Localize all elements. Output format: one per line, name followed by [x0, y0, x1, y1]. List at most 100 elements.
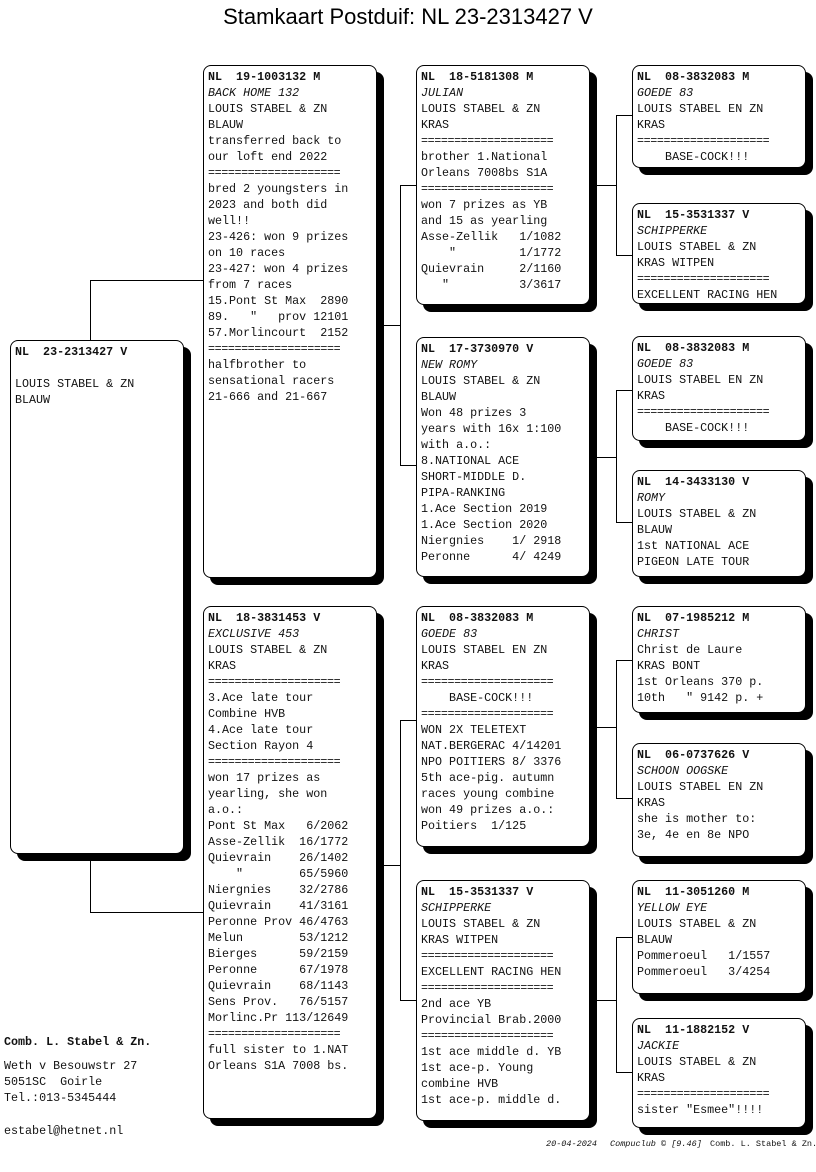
card-line: 3.Ace late tour [208, 691, 314, 705]
owner-phone: Tel.:013-5345444 [4, 1091, 117, 1105]
footer-software: Compuclub © [9.46] [610, 1139, 702, 1149]
separator: ==================== [421, 981, 554, 995]
card-line: BLAUW [15, 393, 51, 407]
card-line: LOUIS STABEL EN ZN [421, 643, 548, 657]
card-line: Provincial Brab.2000 [421, 1013, 562, 1027]
card-line: 23-427: won 4 prizes [208, 262, 349, 276]
separator: ==================== [637, 405, 770, 419]
card-line: 2023 and both did [208, 198, 328, 212]
card-line: LOUIS STABEL & ZN [637, 240, 757, 254]
card-line: 2nd ace YB [421, 997, 492, 1011]
pigeon-name: JULIAN [421, 86, 464, 100]
card-line: she is mother to: [637, 812, 757, 826]
card-line: KRAS [208, 659, 237, 673]
pigeon-name: SCHIPPERKE [421, 901, 492, 915]
card-line: and 15 as yearling [421, 214, 548, 228]
card-line: NAT.BERGERAC 4/14201 [421, 739, 562, 753]
card-line: Peronne 4/ 4249 [421, 550, 562, 564]
footer-date: 20-04-2024 [546, 1139, 598, 1149]
card-line: 1.Ace Section 2019 [421, 502, 548, 516]
card-line: Won 48 prizes 3 [421, 406, 527, 420]
card-line: transferred back to [208, 134, 342, 148]
card-line: Orleans 7008bs S1A [421, 166, 548, 180]
separator: ==================== [421, 949, 554, 963]
card-line: 1st ace-p. middle d. [421, 1093, 562, 1107]
card-line: Orleans S1A 7008 bs. [208, 1059, 349, 1073]
separator: ==================== [208, 755, 341, 769]
card-line: BASE-COCK!!! [421, 691, 534, 705]
card-line: a.o.: [208, 803, 244, 817]
card-line: SHORT-MIDDLE D. [421, 470, 527, 484]
card-line: combine HVB [421, 1077, 499, 1091]
card-line: 8.NATIONAL ACE [421, 454, 520, 468]
card-line: KRAS [421, 659, 450, 673]
separator: ==================== [421, 1029, 554, 1043]
card-line: " 65/5960 [208, 867, 349, 881]
card-line: Peronne Prov 46/4763 [208, 915, 349, 929]
card-line: 89. " prov 12101 [208, 310, 349, 324]
card-line: BLAUW [637, 523, 673, 537]
ring-number: NL 18-3831453 V [208, 611, 321, 625]
owner-name: Comb. L. Stabel & Zn. [4, 1035, 152, 1049]
owner-city: 5051SC Goirle [4, 1075, 103, 1089]
ring-number: NL 08-3832083 M [637, 341, 750, 355]
card-line: Poitiers 1/125 [421, 819, 527, 833]
separator: ==================== [208, 1027, 341, 1041]
pigeon-name: BACK HOME 132 [208, 86, 300, 100]
card-line: BLAUW [637, 933, 673, 947]
card-line: brother 1.National [421, 150, 548, 164]
separator: ==================== [421, 182, 554, 196]
separator: ==================== [208, 675, 341, 689]
card-line: KRAS WITPEN [421, 933, 499, 947]
card-line: Quievrain 26/1402 [208, 851, 349, 865]
card-line: Sens Prov. 76/5157 [208, 995, 349, 1009]
card-line: with a.o.: [421, 438, 492, 452]
card-line: full sister to 1.NAT [208, 1043, 349, 1057]
card-line: Pommeroeul 3/4254 [637, 965, 771, 979]
card-line: Quievrain 2/1160 [421, 262, 562, 276]
card-line: 5th ace-pig. autumn [421, 771, 555, 785]
footer-owner: Comb. L. Stabel & Zn. [710, 1139, 816, 1149]
card-line: EXCELLENT RACING HEN [421, 965, 562, 979]
ring-number: NL 11-3051260 M [637, 885, 750, 899]
pigeon-card-sire-sire-dam[interactable]: NL 15-3531337 V SCHIPPERKE LOUIS STABEL & … [632, 203, 806, 304]
card-line: LOUIS STABEL & ZN [421, 102, 541, 116]
card-line: 1st Orleans 370 p. [637, 675, 764, 689]
card-line: Pont St Max 6/2062 [208, 819, 349, 833]
card-line: 21-666 and 21-667 [208, 390, 328, 404]
pigeon-name: SCHIPPERKE [637, 224, 708, 238]
page-title: Stamkaart Postduif: NL 23-2313427 V [223, 4, 593, 29]
owner-email[interactable]: estabel@hetnet.nl [4, 1124, 124, 1138]
card-line: EXCELLENT RACING HEN [637, 288, 778, 302]
card-line: 3e, 4e en 8e NPO [637, 828, 750, 842]
card-line: races young combine [421, 787, 555, 801]
pigeon-name: CHRIST [637, 627, 680, 641]
card-line: LOUIS STABEL & ZN [421, 374, 541, 388]
card-line: won 7 prizes as YB [421, 198, 548, 212]
card-line: 1.Ace Section 2020 [421, 518, 548, 532]
ring-number: NL 15-3531337 V [637, 208, 750, 222]
separator: ==================== [421, 675, 554, 689]
ring-number: NL 08-3832083 M [421, 611, 534, 625]
card-line: 1st ace-p. Young [421, 1061, 534, 1075]
card-line: LOUIS STABEL & ZN [637, 1055, 757, 1069]
card-line: LOUIS STABEL & ZN [421, 917, 541, 931]
card-line: sister "Esmee"!!!! [637, 1103, 764, 1117]
card-line: Morlinc.Pr 113/12649 [208, 1011, 349, 1025]
card-line: LOUIS STABEL & ZN [208, 643, 328, 657]
card-line: Bierges 59/2159 [208, 947, 349, 961]
